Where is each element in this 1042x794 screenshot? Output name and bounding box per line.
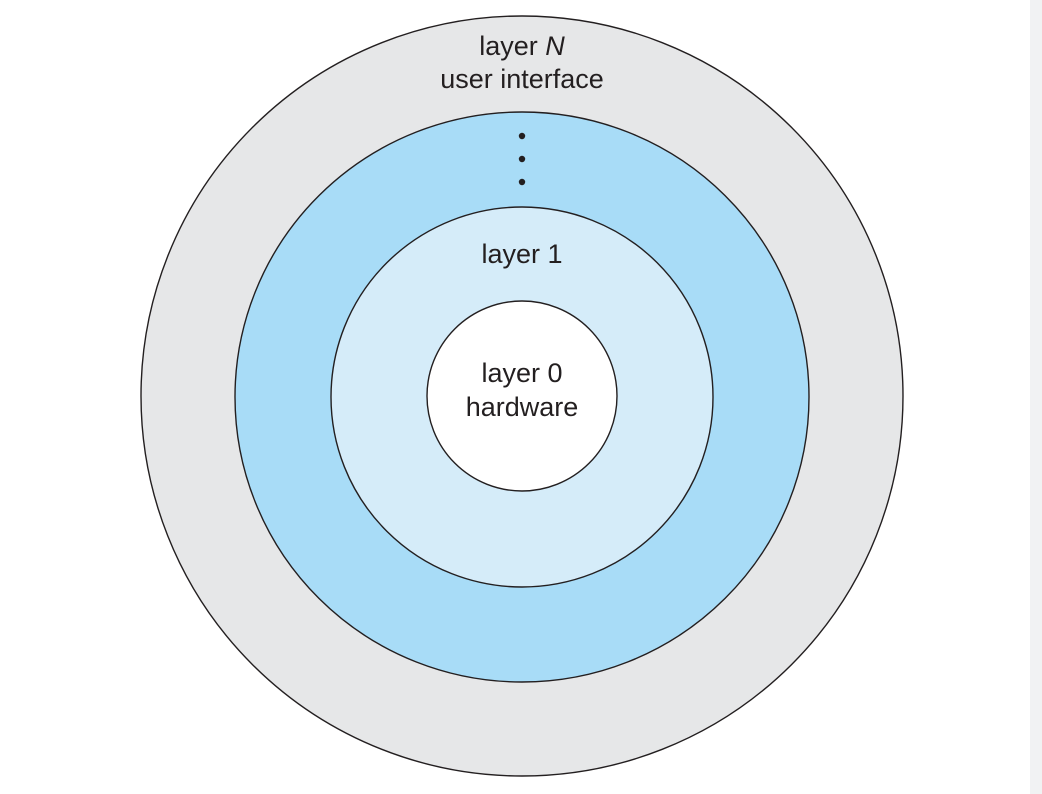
layer-n-title-variable: N	[545, 31, 565, 61]
layer-0-core	[426, 300, 618, 492]
layer-n-subtitle: user interface	[440, 64, 604, 94]
layer-1-title: layer 1	[481, 239, 562, 269]
page-edge-strip	[1030, 0, 1042, 794]
layer-0-title: layer 0	[481, 358, 562, 388]
ellipsis-dot	[518, 132, 526, 140]
layer-n-title-prefix: layer	[479, 31, 538, 61]
ellipsis-dot	[518, 178, 526, 186]
vertical-ellipsis	[518, 132, 526, 186]
ellipsis-dot	[518, 155, 526, 163]
layer-n-title: layer N	[479, 31, 565, 61]
layer-0-subtitle: hardware	[466, 392, 579, 422]
